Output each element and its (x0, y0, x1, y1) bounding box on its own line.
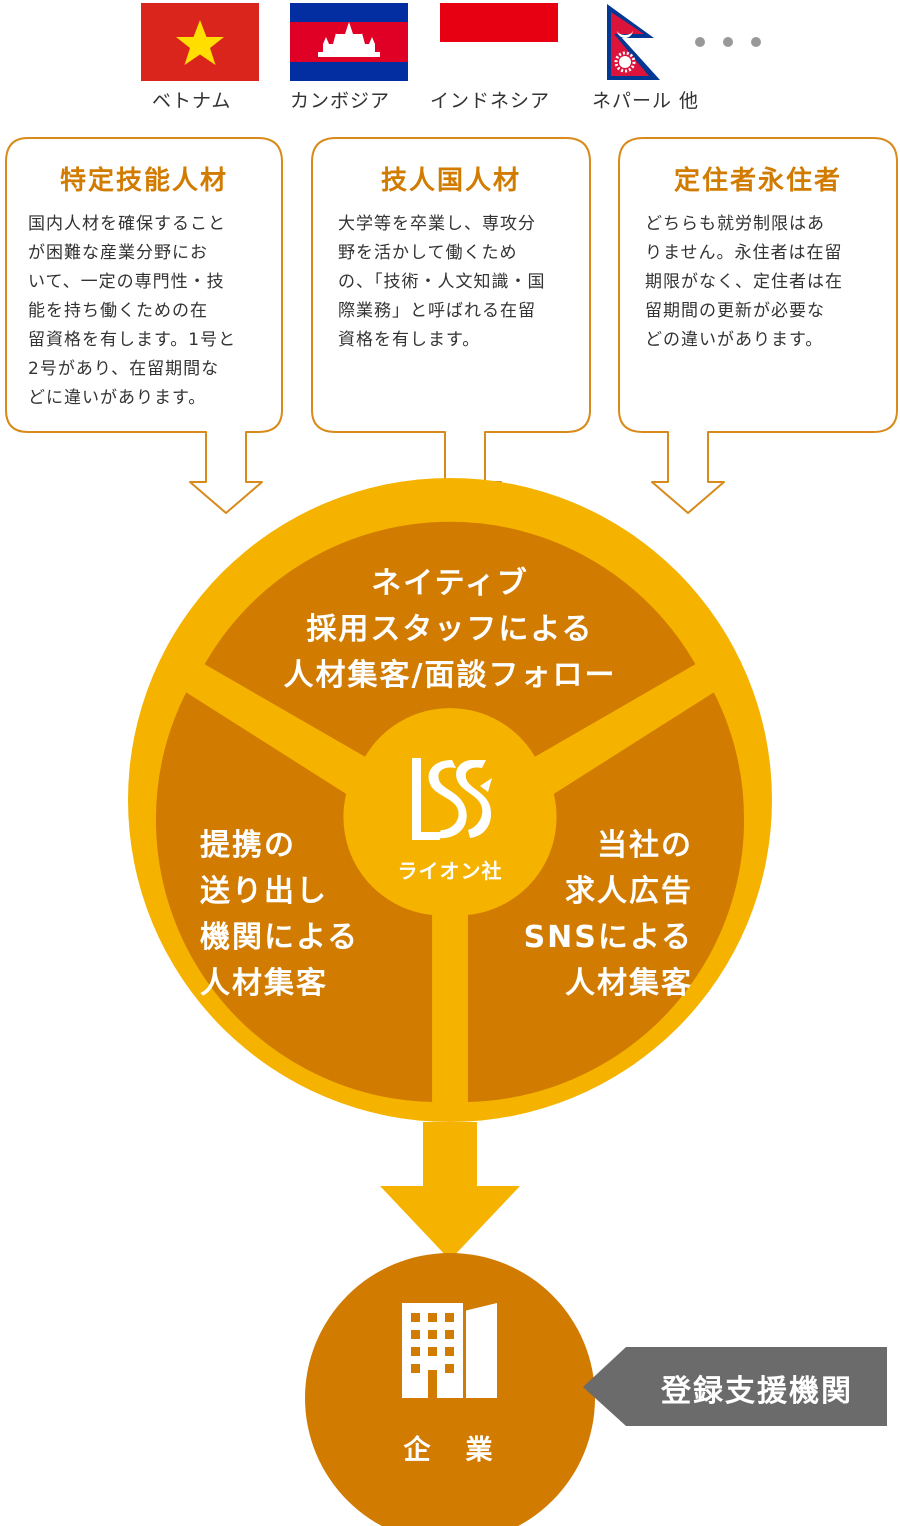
category-text-teijusha: どちらも就労制限はあ りません。永住者は在留 期限がなく、定住者は在 留期間の更… (645, 214, 843, 350)
indonesia-flag-icon (440, 3, 558, 42)
segment-top-text: ネイティブ 採用スタッフによる 人材集客/面談フォロー (283, 566, 617, 693)
category-text-gijinkoku: 大学等を卒業し、専攻分 野を活かして働くため の、「技術・人文知識・国 際業務」… (338, 214, 546, 350)
country-label-vietnam: ベトナム (152, 90, 232, 112)
category-bubble-1 (5, 137, 283, 514)
category-title-gijinkoku: 技人国人材 (380, 166, 521, 196)
support-label-box (583, 1347, 887, 1426)
category-title-teijusha: 定住者永住者 (673, 166, 842, 196)
center-label: ライオン社 (397, 859, 503, 883)
company-label: 企 業 (403, 1435, 497, 1466)
cambodia-flag-icon (290, 3, 408, 81)
ellipsis-icon (695, 37, 761, 47)
down-arrow (380, 1122, 520, 1260)
category-text-tokutei: 国内人材を確保すること が困難な産業分野にお いて、一定の専門性・技 能を持ち働… (28, 214, 237, 408)
support-label: 登録支援機関 (661, 1374, 853, 1409)
nepal-flag-icon (607, 4, 660, 80)
category-bubble-3 (618, 137, 898, 514)
segment-right-shape (464, 688, 747, 1106)
lion-logo-icon (412, 758, 492, 840)
segment-top-shape (200, 518, 700, 761)
country-label-nepal: ネパール 他 (592, 90, 700, 112)
segment-left-shape (153, 688, 436, 1106)
building-icon (402, 1303, 497, 1398)
center-circle (353, 721, 547, 915)
country-label-indonesia: インドネシア (430, 90, 551, 112)
segment-left-text: 提携の 送り出し 機関による 人材集客 (200, 828, 360, 1001)
country-label-cambodia: カンボジア (290, 90, 391, 112)
segment-right-text: 当社の 求人広告 SNSによる 人材集客 (523, 828, 693, 1001)
vietnam-flag-icon (141, 3, 259, 81)
category-title-tokutei: 特定技能人材 (59, 166, 228, 196)
